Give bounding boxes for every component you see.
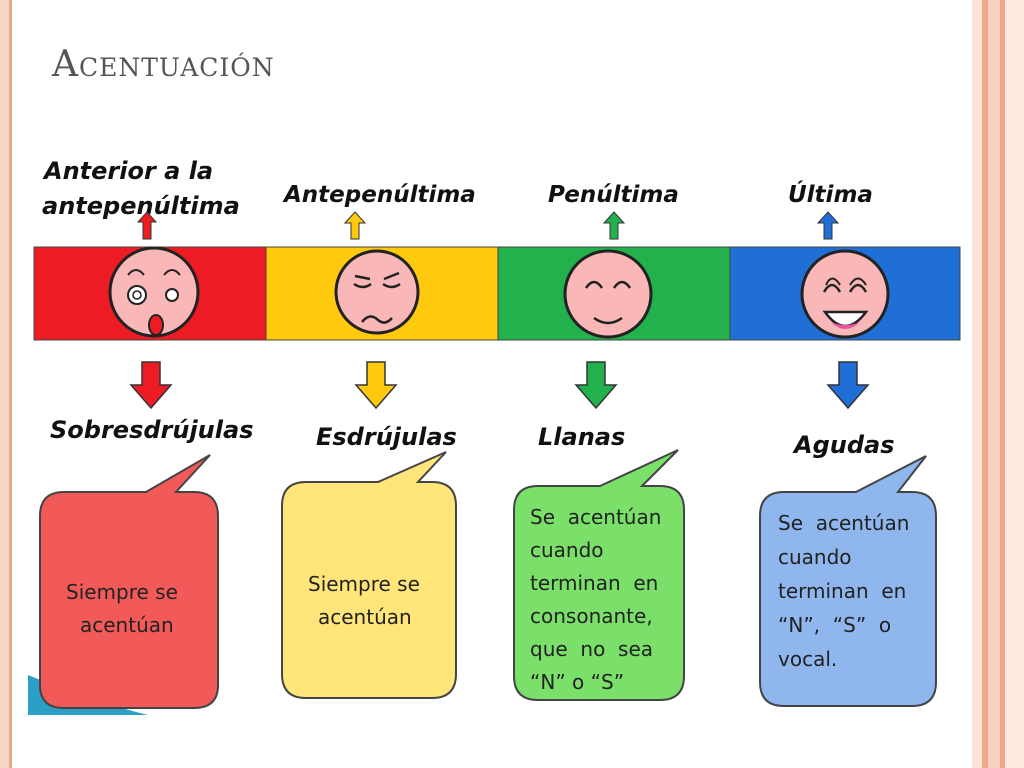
position-label-3: Penúltima [548,182,679,208]
down-arrow-icon [826,361,870,410]
right-decor-stripes [972,0,1024,768]
position-label-2: Antepenúltima [282,182,476,208]
down-arrow-icon [354,361,398,410]
position-label-1a: Anterior a la [42,157,213,185]
svg-text:cuando: cuando [530,538,604,562]
down-arrow-icon [574,361,618,410]
rule-text-sobresdrujulas: Siempre se acentúan [66,580,178,637]
speech-bubble-yellow [281,451,457,699]
up-arrow-icon [343,211,367,240]
svg-text:consonante,: consonante, [530,604,653,628]
speech-bubble-red [39,454,219,709]
speech-bubble-blue [759,455,937,707]
speech-bubble-green [513,449,685,701]
category-sobresdrujulas: Sobresdrújulas [50,416,253,444]
left-decor-line [9,0,12,768]
rule-text-esdrujulas: Siempre se acentúan [308,572,420,629]
svg-text:Siempre se: Siempre se [66,580,178,604]
svg-text:Siempre se: Siempre se [308,572,420,596]
svg-text:que no sea: que no sea [530,637,653,661]
smiling-face-icon [563,249,653,339]
svg-text:acentúan: acentúan [318,605,412,629]
svg-text:“N”, “S” o: “N”, “S” o [778,613,891,637]
annoyed-face-icon [334,249,420,335]
up-arrow-icon [136,211,158,240]
down-arrow-icon [129,361,173,410]
laughing-face-icon [800,249,890,339]
svg-text:cuando: cuando [778,545,852,569]
svg-text:“N” o “S”: “N” o “S” [530,670,624,694]
shocked-face-icon [108,246,200,338]
rule-text-agudas: Se acentúan cuando terminan en “N”, “S” … [778,511,909,671]
category-agudas: Agudas [792,431,895,459]
left-decor-bar [0,0,9,768]
svg-text:vocal.: vocal. [778,647,837,671]
category-esdrujulas: Esdrújulas [316,423,457,451]
up-arrow-icon [816,211,840,240]
svg-text:Se acentúan: Se acentúan [778,511,909,535]
svg-text:Se acentúan: Se acentúan [530,505,661,529]
position-label-1b: antepenúltima [42,192,240,220]
svg-text:terminan en: terminan en [530,571,658,595]
svg-text:acentúan: acentúan [80,613,174,637]
category-llanas: Llanas [538,423,625,451]
svg-text:terminan en: terminan en [778,579,906,603]
up-arrow-icon [602,211,626,240]
rule-text-llanas: Se acentúan cuando terminan en consonant… [530,505,661,694]
position-label-4: Última [788,180,873,208]
slide-title: Acentuación [52,44,275,85]
accent-diagram: Anterior a la antepenúltima Antepenúltim… [28,157,961,715]
